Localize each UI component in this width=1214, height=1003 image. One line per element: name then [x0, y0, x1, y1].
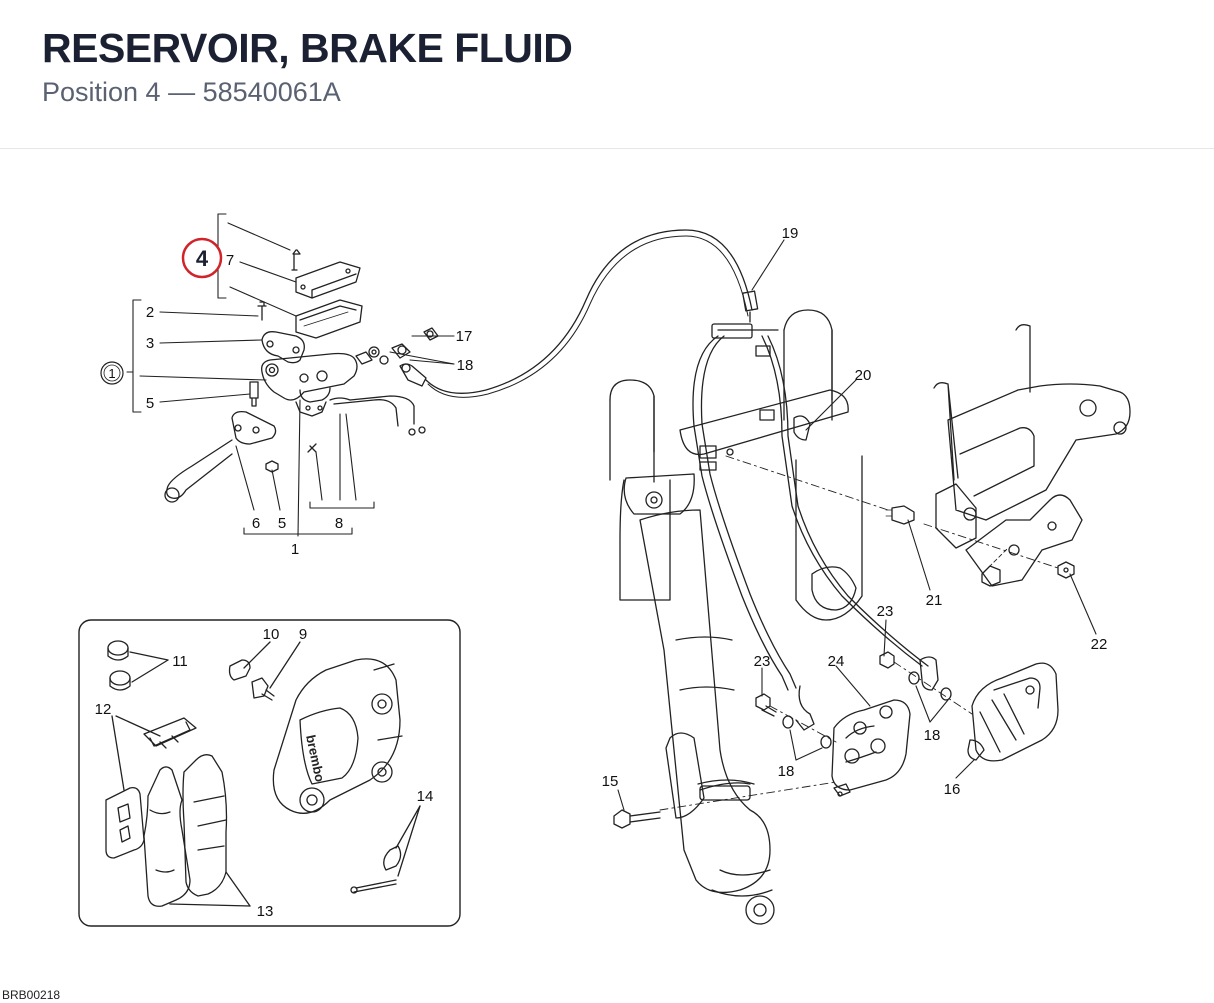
callout-4: 4: [196, 246, 209, 271]
callout-13: 13: [257, 903, 274, 920]
callout-3: 3: [146, 335, 154, 352]
master-cylinder-assembly: [164, 249, 439, 503]
front-fork: [609, 309, 863, 925]
callout-9: 9: [299, 626, 307, 643]
callout-24: 24: [828, 653, 845, 670]
right-caliper-16: [967, 662, 1059, 762]
callout-16: 16: [944, 781, 961, 798]
page-title: RESERVOIR, BRAKE FLUID: [42, 25, 573, 71]
frame-head: [933, 324, 1131, 587]
mounting-axes: [659, 455, 1059, 811]
callout-5-top: 5: [146, 395, 154, 412]
callout-6: 6: [252, 515, 260, 532]
callout-14: 14: [417, 788, 434, 805]
callout-23-right: 23: [877, 603, 894, 620]
right-caliper-24: [831, 699, 911, 797]
callout-10: 10: [263, 626, 280, 643]
caliper-bolts-right: [613, 651, 952, 829]
callout-1: 1: [108, 366, 115, 381]
page-header: RESERVOIR, BRAKE FLUID Position 4 — 5854…: [0, 0, 1214, 149]
highlighted-callout[interactable]: 4: [181, 237, 223, 279]
caliper-logo: brembo: [303, 734, 328, 784]
callout-1-circled: 1: [100, 361, 124, 385]
callout-20: 20: [855, 367, 872, 384]
callout-labels: 7 2 3 5 17 18 6 5 8 1 19 20 21 22 23 23 …: [95, 225, 1108, 920]
callout-8: 8: [335, 515, 343, 532]
callout-2: 2: [146, 304, 154, 321]
callout-11: 11: [172, 653, 188, 670]
separator: —: [168, 77, 196, 107]
callout-1-bottom: 1: [291, 541, 299, 558]
inset-caliper-detail: brembo: [78, 619, 461, 927]
callout-19: 19: [782, 225, 799, 242]
callout-12: 12: [95, 701, 112, 718]
callout-17: 17: [456, 328, 473, 345]
callout-21: 21: [926, 592, 943, 609]
callout-23-left: 23: [754, 653, 771, 670]
part-number: 58540061A: [202, 77, 341, 107]
frame-bolt: [885, 505, 915, 525]
callout-15: 15: [602, 773, 619, 790]
callout-5-bottom: 5: [278, 515, 286, 532]
callout-7: 7: [226, 252, 234, 269]
leader-lines-master: [126, 213, 455, 537]
callout-18-mid: 18: [778, 763, 795, 780]
highlight-ring: [181, 237, 223, 279]
callout-18-right: 18: [924, 727, 941, 744]
drawing-code: BRB00218: [2, 988, 61, 1002]
brake-hose: [425, 229, 929, 691]
exploded-parts-diagram: brembo 7 2 3 5 17 18 6 5 8 1 19 20 21 22…: [78, 213, 1131, 927]
position-label: Position 4: [42, 77, 161, 107]
callout-22: 22: [1091, 636, 1108, 653]
leader-lines-right: [617, 239, 1097, 811]
part-subtitle: Position 4 — 58540061A: [42, 79, 341, 106]
callout-18-top: 18: [457, 357, 474, 374]
